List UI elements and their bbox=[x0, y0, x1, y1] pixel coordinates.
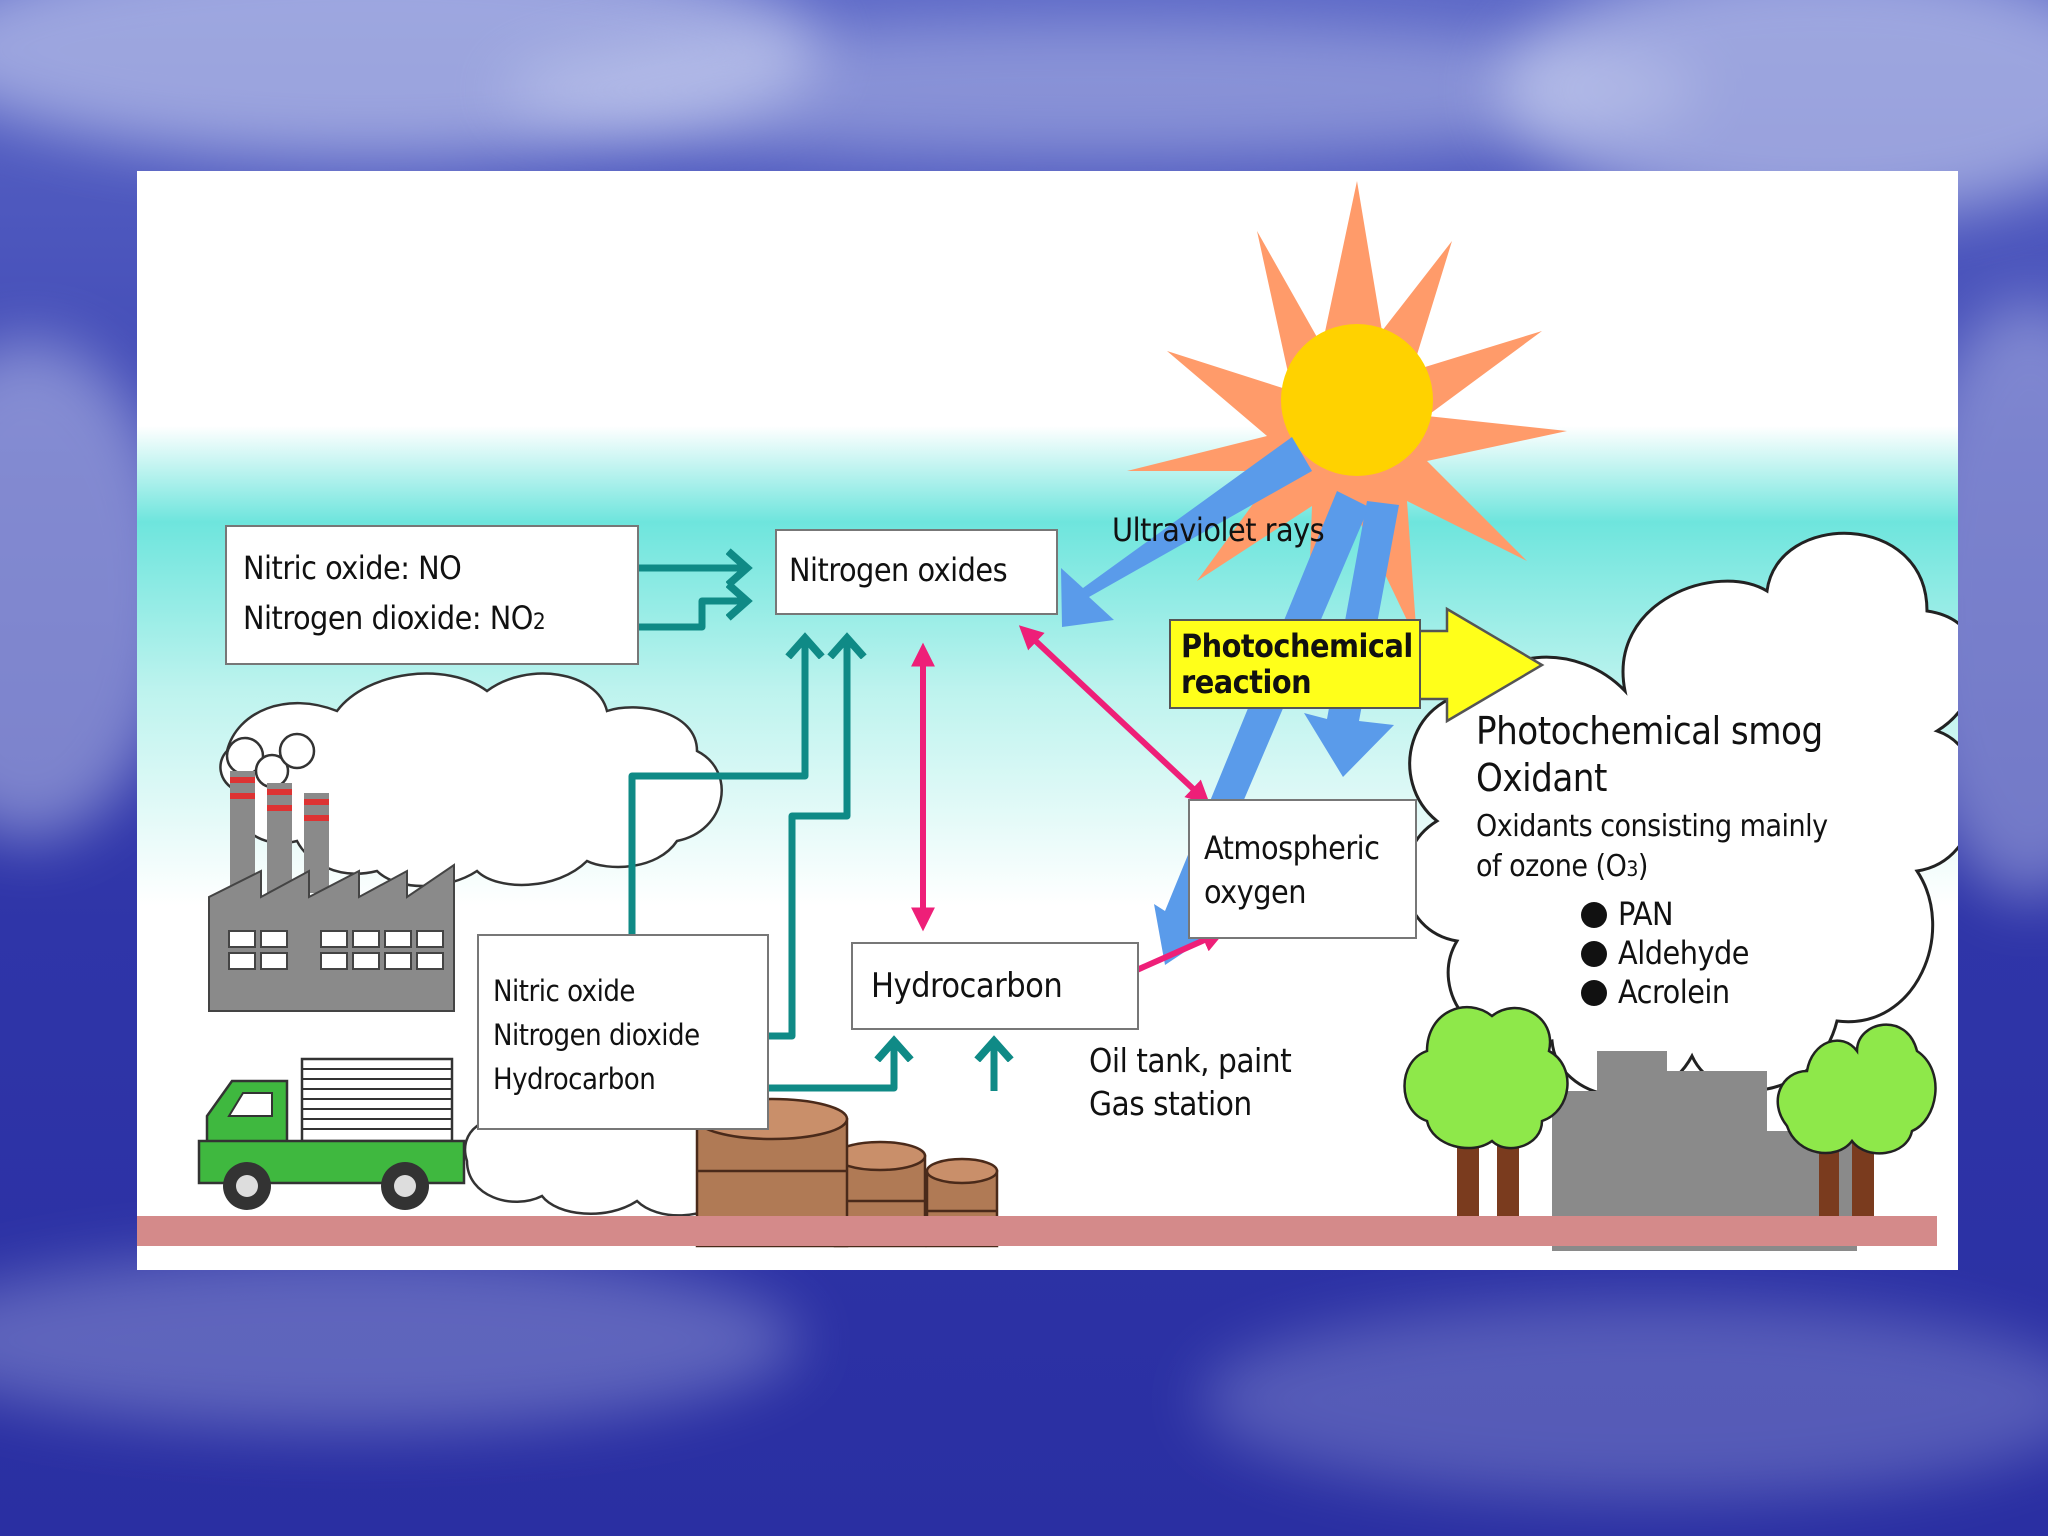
teal-arrows bbox=[628, 568, 994, 1092]
arrow-vehicle-to-nitrogen-oxides-b bbox=[749, 638, 847, 1040]
gas-station-label: Gas station bbox=[1089, 1084, 1252, 1123]
vehicle-emissions-box: Nitric oxide Nitrogen dioxide Hydrocarbo… bbox=[477, 934, 769, 1130]
uv-arrow-left bbox=[1061, 437, 1312, 627]
oil-tank-label: Oil tank, paint bbox=[1089, 1041, 1292, 1080]
hydrocarbon-box: Hydrocarbon bbox=[851, 942, 1139, 1030]
chimney bbox=[230, 771, 255, 891]
sun-disc bbox=[1281, 324, 1433, 476]
arrow-nitrogen-oxides-oxygen bbox=[1018, 625, 1211, 805]
photochemical-label: Photochemical bbox=[1181, 627, 1413, 665]
arrow-no2-to-nitrogen-oxides bbox=[639, 601, 747, 631]
photochemical-reaction-box: Photochemical reaction bbox=[1169, 619, 1421, 709]
chimney bbox=[267, 783, 292, 893]
smog-description: Oxidants consisting mainly bbox=[1476, 809, 1828, 844]
smog-item-acrolein: Acrolein bbox=[1618, 973, 1730, 1011]
vehicle-nitrogen-dioxide: Nitrogen dioxide bbox=[493, 1018, 700, 1052]
bullet-icon bbox=[1581, 941, 1607, 967]
smog-subtitle: Oxidant bbox=[1476, 756, 1607, 800]
smog-bullets bbox=[1581, 902, 1607, 1006]
atmospheric-oxygen-box: Atmospheric oxygen bbox=[1188, 799, 1417, 939]
arrow-vehicle-to-hydrocarbon bbox=[709, 1041, 894, 1092]
vehicle-hydrocarbon: Hydrocarbon bbox=[493, 1062, 656, 1096]
bullet-icon bbox=[1581, 902, 1607, 928]
nitric-oxide-label: Nitric oxide: NO bbox=[243, 549, 462, 587]
nitrogen-source-box: Nitric oxide: NO Nitrogen dioxide: NO2 bbox=[225, 525, 639, 665]
vehicle-nitric-oxide: Nitric oxide bbox=[493, 974, 635, 1008]
nitrogen-oxides-label: Nitrogen oxides bbox=[789, 551, 1008, 589]
nitrogen-oxides-box: Nitrogen oxides bbox=[775, 529, 1058, 615]
smog-title: Photochemical smog bbox=[1476, 709, 1823, 753]
arrow-vehicle-to-nitrogen-oxides-a bbox=[628, 638, 805, 939]
bg-cloud bbox=[0, 1250, 800, 1430]
nitrogen-dioxide-label: Nitrogen dioxide: NO2 bbox=[243, 599, 546, 637]
hydrocarbon-label: Hydrocarbon bbox=[871, 966, 1063, 1006]
reaction-label: reaction bbox=[1181, 663, 1312, 701]
bg-cloud bbox=[1200, 1300, 2048, 1500]
factory-smoke bbox=[219, 672, 723, 888]
tree-icon bbox=[1403, 1005, 1569, 1246]
sun-icon bbox=[1127, 181, 1567, 641]
factory-icon bbox=[208, 771, 455, 1012]
smog-diagram: Nitric oxide: NO Nitrogen dioxide: NO2 N… bbox=[137, 171, 1958, 1270]
truck-icon bbox=[197, 1057, 466, 1210]
atmospheric-label: Atmospheric bbox=[1204, 829, 1380, 867]
ultraviolet-label: Ultraviolet rays bbox=[1112, 511, 1325, 549]
smog-description-ozone: of ozone (O3) bbox=[1476, 849, 1648, 884]
oxygen-label: oxygen bbox=[1204, 873, 1306, 911]
smog-item-aldehyde: Aldehyde bbox=[1618, 934, 1749, 972]
reaction-to-smog-arrow bbox=[1417, 606, 1545, 724]
bullet-icon bbox=[1581, 980, 1607, 1006]
chimney-smoke bbox=[225, 732, 316, 789]
ground-strip bbox=[137, 1216, 1937, 1246]
smog-item-pan: PAN bbox=[1618, 895, 1674, 933]
